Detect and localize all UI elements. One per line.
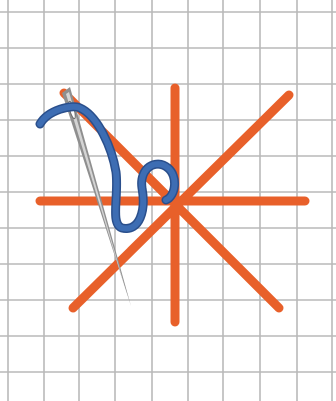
star-stitch-diagram (0, 0, 336, 401)
stitch-diagram (0, 0, 336, 401)
